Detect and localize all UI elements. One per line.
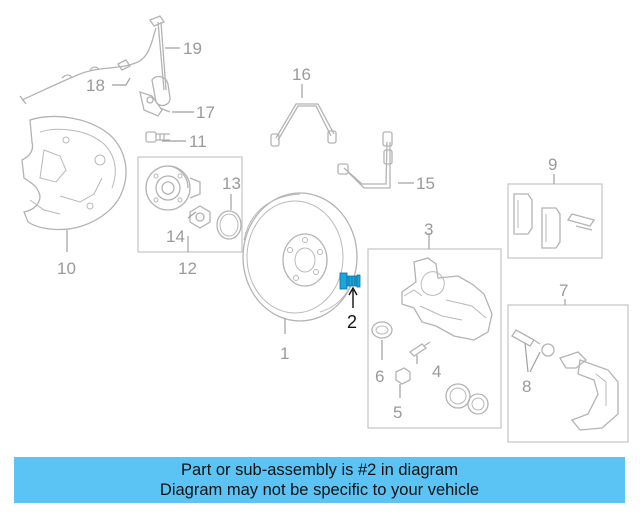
callout-9: 9 [548, 155, 557, 174]
callout-8: 8 [522, 377, 531, 396]
brake-disc [242, 192, 358, 322]
callout-15: 15 [416, 174, 435, 193]
callout-16: 16 [292, 65, 311, 84]
caliper-carrier-box [507, 304, 629, 443]
brake-line-16 [270, 103, 337, 147]
callout-13: 13 [222, 174, 241, 193]
backing-plate [21, 115, 127, 231]
callout-2: 2 [347, 312, 357, 332]
hub-assembly-box [137, 156, 243, 253]
brake-hose-15 [337, 131, 393, 189]
callout-14: 14 [166, 227, 185, 246]
callout-5: 5 [393, 403, 402, 422]
callout-10: 10 [57, 259, 76, 278]
callout-3: 3 [424, 220, 433, 239]
brake-pad-box [507, 183, 603, 259]
callout-6: 6 [375, 367, 384, 386]
bolt-11 [145, 131, 170, 143]
caliper-assembly-box [367, 248, 502, 429]
abs-sensor-wire [19, 15, 171, 117]
callout-18: 18 [86, 76, 105, 95]
leader-lines [66, 47, 566, 398]
callout-7: 7 [559, 281, 568, 300]
info-banner: Part or sub-assembly is #2 in diagram Di… [14, 457, 625, 503]
callout-12: 12 [178, 259, 197, 278]
banner-line-1: Part or sub-assembly is #2 in diagram [181, 461, 458, 479]
banner-line-2: Diagram may not be specific to your vehi… [159, 481, 480, 499]
callout-4: 4 [432, 362, 441, 381]
callout-11: 11 [189, 132, 207, 151]
callout-1: 1 [280, 344, 289, 363]
parts-diagram: 19 18 17 11 16 15 13 14 12 10 1 2 3 9 7 … [19, 15, 629, 443]
highlighted-part-2-bolt [339, 272, 361, 290]
callout-19: 19 [183, 39, 202, 58]
callout-17: 17 [196, 103, 215, 122]
